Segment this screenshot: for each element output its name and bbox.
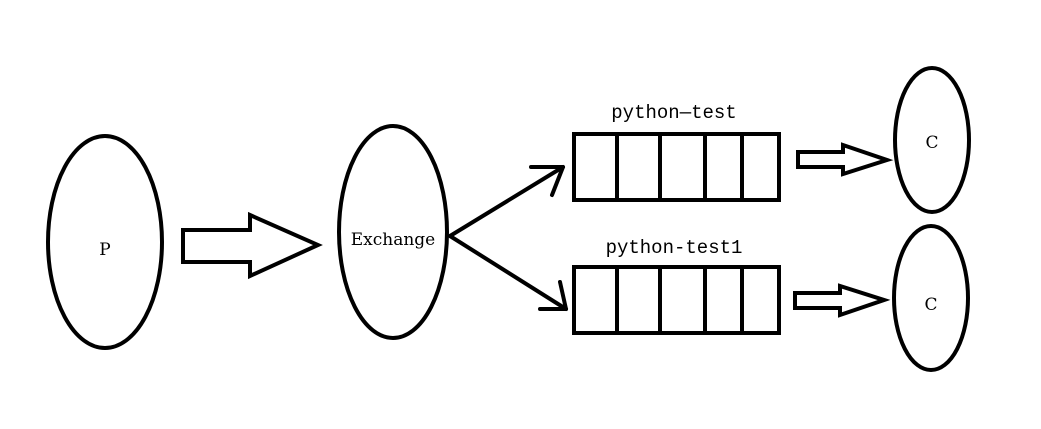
producer-label: P [99, 240, 110, 260]
queue1-to-consumer1-arrow [796, 142, 894, 177]
exchange-to-queue1-arrow [448, 165, 565, 238]
queue1-label: python—test [611, 102, 736, 124]
queue2-label: python-test1 [606, 237, 743, 259]
consumer2-node [892, 224, 970, 372]
queue1-box [572, 132, 781, 202]
producer-node [46, 134, 164, 350]
queue2-to-consumer2-arrow [793, 283, 891, 318]
queue2-box [572, 265, 781, 335]
exchange-to-queue2-arrow [448, 234, 568, 311]
exchange-node [337, 124, 449, 340]
consumer1-node [893, 66, 971, 214]
consumer2-label: C [924, 295, 937, 315]
producer-to-exchange-arrow [181, 211, 323, 280]
consumer1-label: C [925, 133, 938, 153]
exchange-label: Exchange [351, 230, 436, 250]
